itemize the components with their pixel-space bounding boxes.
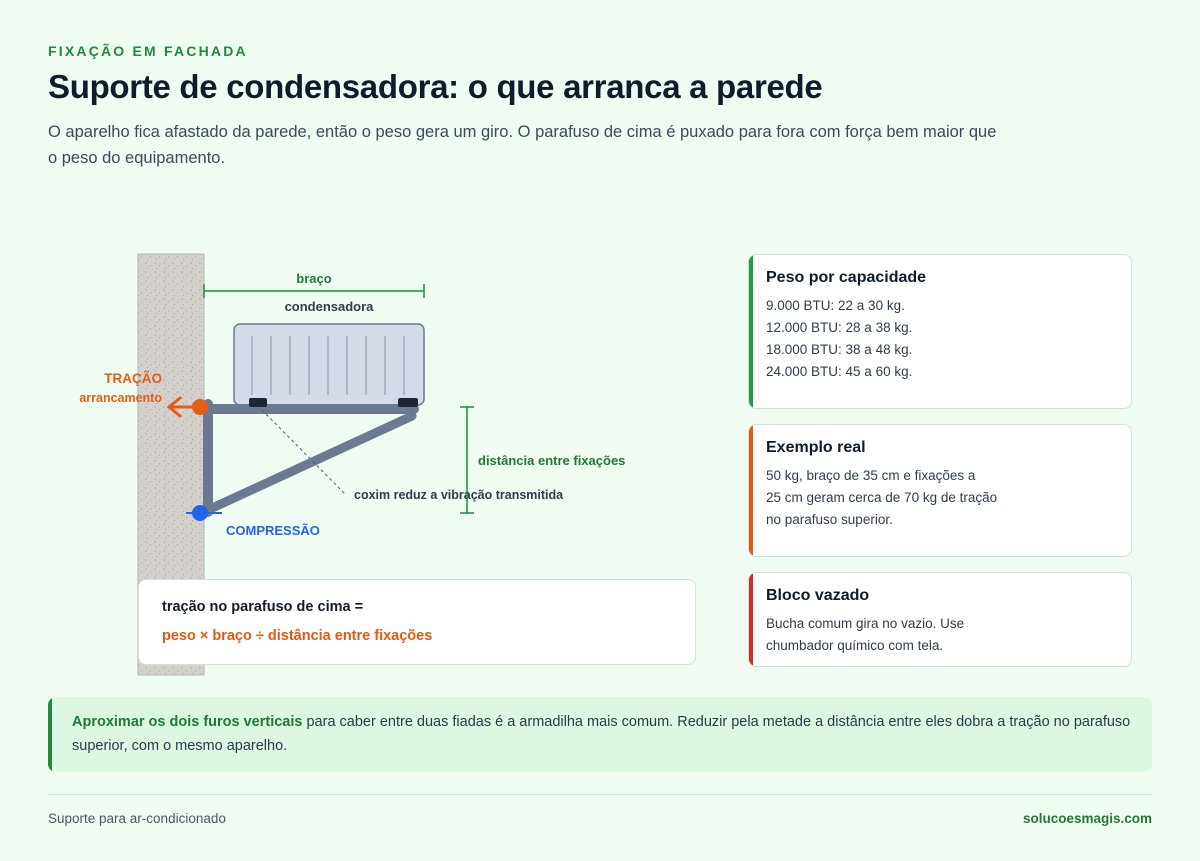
distance-label: distância entre fixações bbox=[478, 453, 625, 468]
tension-sublabel: arrancamento bbox=[79, 391, 162, 405]
callout-body: para caber entre duas fiadas é a armadil… bbox=[72, 714, 1131, 754]
card-title: Bloco vazado bbox=[766, 587, 870, 604]
bottom-bolt bbox=[192, 505, 208, 521]
compression-label: COMPRESSÃO bbox=[226, 523, 320, 538]
card-title: Exemplo real bbox=[766, 439, 866, 456]
formula-expression: peso × braço ÷ distância entre fixações bbox=[162, 628, 433, 644]
callout-text: Aproximar os dois furos verticais para c… bbox=[72, 710, 1132, 758]
page-subtitle: O aparelho fica afastado da parede, entã… bbox=[48, 123, 997, 167]
callout-accent bbox=[48, 697, 52, 772]
eyebrow: FIXAÇÃO EM FACHADA bbox=[48, 43, 248, 59]
card-hollow-block: Bloco vazado Bucha comum gira no vazio. … bbox=[748, 572, 1132, 667]
card-accent bbox=[749, 425, 753, 556]
unit-label: condensadora bbox=[285, 299, 375, 314]
card-capacity-weight: Peso por capacidade 9.000 BTU: 22 a 30 k… bbox=[748, 254, 1132, 409]
tension-label: TRAÇÃO bbox=[104, 371, 162, 386]
card-line: 9.000 BTU: 22 a 30 kg. bbox=[766, 298, 905, 313]
arrow-left-icon bbox=[166, 396, 198, 418]
card-line: no parafuso superior. bbox=[766, 512, 893, 527]
cushion-leader bbox=[261, 409, 346, 495]
cushion-label: coxim reduz a vibração transmitida bbox=[354, 488, 564, 502]
card-real-example: Exemplo real 50 kg, braço de 35 cm e fix… bbox=[748, 424, 1132, 557]
card-body: Bucha comum gira no vazio. Use chumbador… bbox=[766, 613, 1116, 657]
card-line: chumbador químico com tela. bbox=[766, 638, 944, 653]
warning-callout: Aproximar os dois furos verticais para c… bbox=[48, 697, 1152, 772]
card-line: 24.000 BTU: 45 a 60 kg. bbox=[766, 364, 913, 379]
footer-brand: solucoesmagis.com bbox=[1022, 811, 1152, 826]
formula-card: tração no parafuso de cima = peso × braç… bbox=[138, 579, 696, 665]
card-body: 9.000 BTU: 22 a 30 kg. 12.000 BTU: 28 a … bbox=[766, 295, 1116, 383]
footer-divider bbox=[48, 794, 1152, 795]
bracket-diagram: braço condensadora coxim reduz a vibraçã… bbox=[79, 253, 625, 676]
cushion-left bbox=[249, 398, 267, 407]
callout-strong: Aproximar os dois furos verticais bbox=[72, 714, 303, 730]
bracket bbox=[199, 399, 419, 517]
card-line: Bucha comum gira no vazio. Use bbox=[766, 616, 965, 631]
card-line: 25 cm geram cerca de 70 kg de tração bbox=[766, 490, 998, 505]
card-body: 50 kg, braço de 35 cm e fixações a 25 cm… bbox=[766, 465, 1116, 531]
card-line: 12.000 BTU: 28 a 38 kg. bbox=[766, 320, 913, 335]
card-line: 18.000 BTU: 38 a 48 kg. bbox=[766, 342, 913, 357]
formula-label: tração no parafuso de cima = bbox=[162, 599, 364, 615]
card-accent bbox=[749, 255, 753, 408]
condenser-unit bbox=[233, 323, 425, 406]
page-title: Suporte de condensadora: o que arranca a… bbox=[48, 68, 823, 105]
top-bolt bbox=[192, 399, 208, 415]
cushion-right bbox=[398, 398, 418, 407]
arm-dimension bbox=[203, 284, 425, 298]
distance-dimension bbox=[460, 406, 474, 514]
footer-label: Suporte para ar-condicionado bbox=[48, 811, 226, 826]
arm-label: braço bbox=[296, 271, 331, 286]
card-accent bbox=[749, 573, 753, 666]
card-line: 50 kg, braço de 35 cm e fixações a bbox=[766, 468, 976, 483]
card-title: Peso por capacidade bbox=[766, 269, 927, 286]
